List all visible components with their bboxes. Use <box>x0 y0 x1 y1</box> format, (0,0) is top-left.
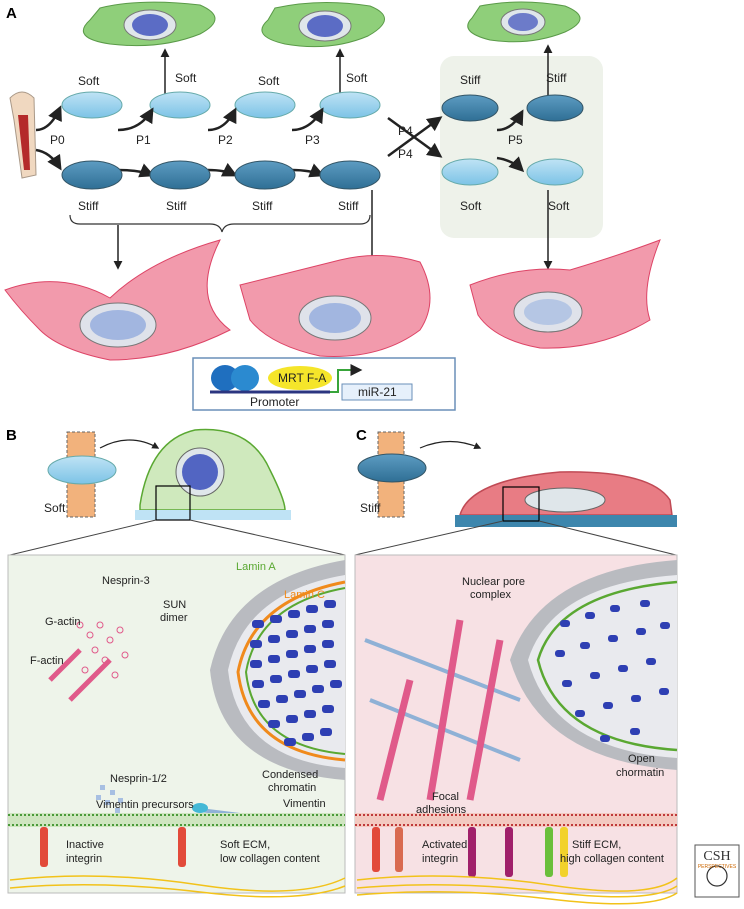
b-g-actin: G-actin <box>45 616 80 628</box>
b-nesprin12: Nesprin-1/2 <box>110 773 167 785</box>
panel-c-label: C <box>356 427 367 444</box>
switch-label-1: P4 <box>398 147 413 161</box>
dish-label-b: Soft <box>44 501 66 515</box>
inset-gene: miR-21 <box>358 385 397 399</box>
b-vimentin: Vimentin <box>283 798 326 810</box>
dish-top-label-2: Soft <box>258 74 280 88</box>
c-npc-1: Nuclear pore <box>462 576 525 588</box>
soft-cell-top-1 <box>82 1 216 47</box>
csh-logo: CSH PERSPECTIVES <box>694 844 740 898</box>
inset-factor: MRT F-A <box>278 371 326 385</box>
b-condensed-2: chromatin <box>268 782 316 794</box>
c-focal-1: Focal <box>432 791 459 803</box>
c-open-1: Open <box>628 753 655 765</box>
c-ecm-2: high collagen content <box>560 853 664 865</box>
b-condensed-1: Condensed <box>262 769 318 781</box>
panel-b-zoom <box>7 554 346 898</box>
mrtfa-inset <box>192 357 456 411</box>
c-focal-2: adhesions <box>416 804 467 816</box>
bottom-label-3: Stiff <box>338 199 359 213</box>
inset-promoter: Promoter <box>250 395 299 409</box>
b-lamin-a: Lamin A <box>236 561 276 573</box>
b-f-actin: F-actin <box>30 655 64 667</box>
stiff-cell-large-3 <box>469 239 661 349</box>
b-integrin-2: integrin <box>66 853 102 865</box>
right-bottom-0: Soft <box>460 199 482 213</box>
b-integrin-1: Inactive <box>66 839 104 851</box>
panel-a-label: A <box>6 5 17 22</box>
b-vim-precursors: Vimentin precursors <box>96 799 194 811</box>
bottom-label-2: Stiff <box>252 199 273 213</box>
right-top-0: Stiff <box>460 73 481 87</box>
b-ecm-1: Soft ECM, <box>220 839 270 851</box>
switch-label-2: P5 <box>508 133 523 147</box>
b-sun: SUN <box>163 599 186 611</box>
b-lamin-c: Lamin C <box>284 589 325 601</box>
b-sun-dimer: dimer <box>160 612 188 624</box>
soft-dish-row <box>61 91 381 119</box>
b-ecm-2: low collagen content <box>220 853 320 865</box>
panel-b-label: B <box>6 427 17 444</box>
stiff-dish-row <box>61 160 381 190</box>
soft-cell-b <box>135 428 291 521</box>
c-integrin-1: Activated <box>422 839 467 851</box>
stiff-cell-large-2 <box>239 255 431 357</box>
b-nesprin3: Nesprin-3 <box>102 575 150 587</box>
arrow-top-label-0: Soft <box>175 71 197 85</box>
right-bottom-1: Soft <box>548 199 570 213</box>
passage-0: P0 <box>50 133 65 147</box>
logo-text: CSH <box>703 849 730 864</box>
passage-3: P3 <box>305 133 320 147</box>
arrow-top-label-1: Soft <box>346 71 368 85</box>
bone-illustration <box>9 91 37 179</box>
bottom-label-1: Stiff <box>166 199 187 213</box>
right-top-1: Stiff <box>546 71 567 85</box>
bottom-label-0: Stiff <box>78 199 99 213</box>
dish-label-c: Stiff <box>360 501 381 515</box>
panel-c-zoom <box>354 554 678 905</box>
c-integrin-2: integrin <box>422 853 458 865</box>
stiff-cell-c <box>455 471 677 527</box>
passage-brace <box>69 214 371 233</box>
soft-cell-top-2 <box>261 1 385 48</box>
switch-label-0: P4 <box>398 124 413 138</box>
stiff-dish-c <box>357 431 427 518</box>
passage-2: P2 <box>218 133 233 147</box>
stiff-cell-large-1 <box>4 239 231 361</box>
logo-sub: PERSPECTIVES <box>698 864 737 870</box>
c-npc-2: complex <box>470 589 511 601</box>
soft-cell-top-3 <box>467 1 581 43</box>
c-open-2: chormatin <box>616 767 664 779</box>
c-ecm-1: Stiff ECM, <box>572 839 621 851</box>
passage-1: P1 <box>136 133 151 147</box>
dish-top-label-0: Soft <box>78 74 100 88</box>
soft-dish-b <box>47 431 117 518</box>
